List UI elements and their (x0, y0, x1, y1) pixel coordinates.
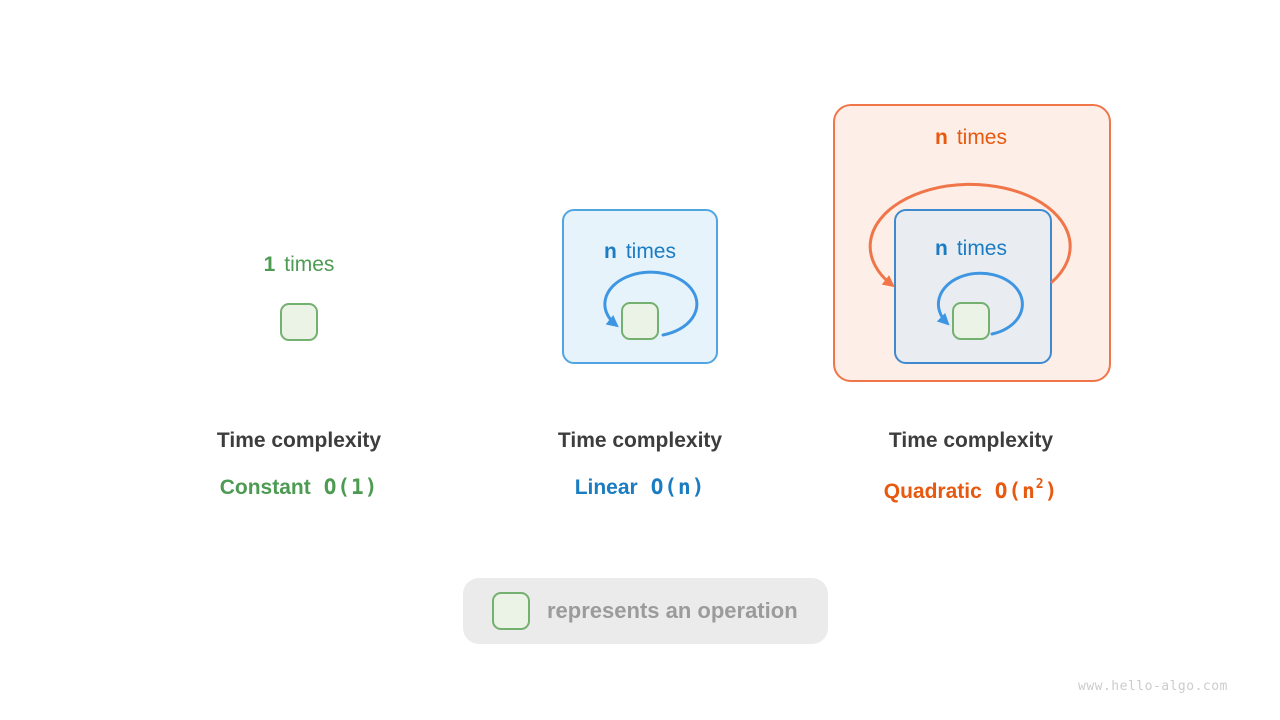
constant-complexity-label: Constant (219, 476, 311, 499)
quadratic-complexity-notation: O(n2) (994, 477, 1059, 503)
legend-operation-box-icon (492, 592, 530, 630)
linear-caption: Time complexity Linear O(n) (480, 428, 800, 501)
constant-times-label: 1 times (199, 253, 399, 277)
legend-pill: represents an operation (463, 578, 828, 644)
constant-complexity-line: Constant O(1) (139, 474, 459, 501)
quadratic-complexity-label: Quadratic (883, 480, 982, 503)
linear-times-word: times (625, 240, 676, 263)
linear-count: n (603, 240, 617, 263)
linear-heading: Time complexity (557, 429, 723, 452)
quadratic-inner-loop-frame (894, 209, 1052, 364)
linear-complexity-notation: O(n) (650, 475, 706, 499)
linear-complexity-line: Linear O(n) (480, 474, 800, 501)
quadratic-heading: Time complexity (888, 429, 1054, 452)
quadratic-outer-times-word: times (956, 126, 1007, 149)
linear-operation-box (621, 302, 659, 340)
constant-caption: Time complexity Constant O(1) (139, 428, 459, 501)
quadratic-outer-count: n (934, 126, 948, 149)
constant-operation-box (280, 303, 318, 341)
watermark: www.hello-algo.com (1078, 679, 1228, 694)
linear-loop-frame (562, 209, 718, 364)
quadratic-operation-box (952, 302, 990, 340)
constant-times-word: times (284, 253, 335, 276)
constant-count: 1 (263, 253, 276, 276)
quadratic-complexity-line: Quadratic O(n2) (811, 474, 1131, 505)
quadratic-outer-times-label: n times (871, 126, 1071, 150)
quadratic-inner-times-label: n times (871, 237, 1071, 261)
linear-complexity-label: Linear (574, 476, 638, 499)
quadratic-inner-count: n (934, 237, 948, 260)
quadratic-inner-times-word: times (956, 237, 1007, 260)
quadratic-caption: Time complexity Quadratic O(n2) (811, 428, 1131, 505)
constant-complexity-notation: O(1) (323, 475, 379, 499)
constant-heading: Time complexity (216, 429, 382, 452)
legend-label: represents an operation (547, 598, 798, 623)
linear-times-label: n times (540, 240, 740, 264)
